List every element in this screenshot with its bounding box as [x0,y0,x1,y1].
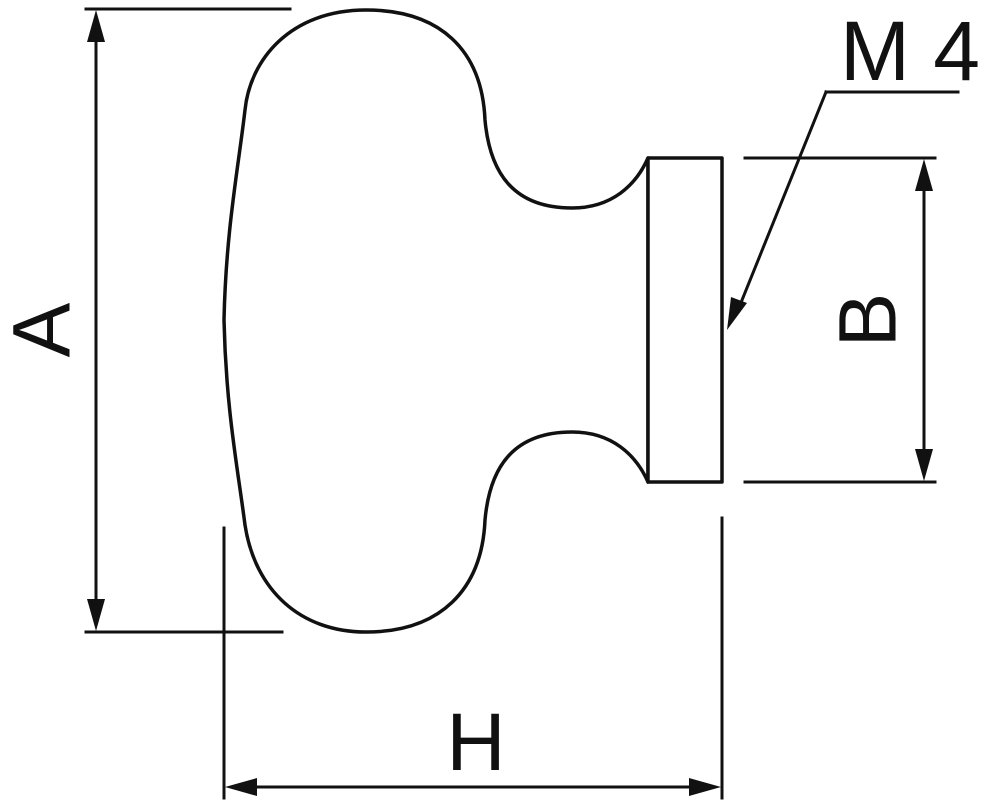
dim-b-arrow-bottom [915,449,933,481]
dim-a-arrow-bottom [87,599,105,631]
dim-h-label: H [446,697,505,788]
dim-b-label: B [823,293,914,348]
dim-h-arrow-right [689,778,721,796]
thread-callout-leader [736,90,828,312]
stem-body [646,156,724,484]
thread-callout-arrow [727,297,747,330]
dim-a-arrow-top [87,10,105,42]
dim-h-arrow-left [225,778,257,796]
dim-b-arrow-top [915,159,933,191]
thread-callout-label: M 4 [840,4,980,98]
dim-a-label: A [0,302,88,357]
knob-outline [222,8,650,634]
